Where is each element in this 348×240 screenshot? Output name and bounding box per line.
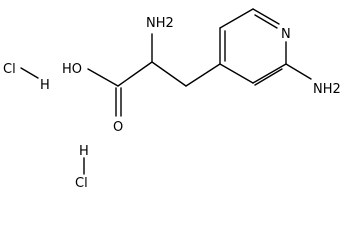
h-cl-bond-1 xyxy=(20,67,39,79)
ch2-ring-bond xyxy=(185,63,221,87)
ring-nitrogen-label: N xyxy=(281,27,291,42)
hcl-salt-2: H Cl xyxy=(75,144,89,191)
pyridine-ring: N NH2 xyxy=(219,8,341,97)
ring-bond-c3-c2 xyxy=(219,8,254,29)
ring-amino-label: NH2 xyxy=(313,82,341,97)
hcl-salt-1: Cl H xyxy=(3,62,50,93)
ring-bond-c6-c5-inner xyxy=(254,68,283,86)
hydrogen-label-2: H xyxy=(79,144,89,159)
ring-bond-c2-n-inner xyxy=(254,14,278,29)
c-oh-bond xyxy=(87,68,119,87)
hydroxyl-label: HO xyxy=(62,62,82,77)
ring-bond-c5-c4 xyxy=(219,63,254,84)
ring-bond-c2-n xyxy=(252,8,280,25)
alpha-c-ch2-bond xyxy=(151,61,187,87)
ring-bond-c6-c5 xyxy=(252,63,287,84)
hydrogen-label-1: H xyxy=(40,78,50,93)
chlorine-label-2: Cl xyxy=(75,176,88,191)
amino-acid-backbone: NH2 HO O xyxy=(62,16,221,135)
carbonyl-oxygen-label: O xyxy=(113,120,123,135)
chlorine-label-1: Cl xyxy=(3,62,16,77)
carboxyl-c-alpha-c-bond xyxy=(117,61,153,87)
alpha-amino-label: NH2 xyxy=(146,16,174,31)
chemical-structure-drawing: Cl H H Cl NH2 HO O N NH2 xyxy=(3,8,341,191)
ring-c-nh2-bond xyxy=(285,63,312,80)
